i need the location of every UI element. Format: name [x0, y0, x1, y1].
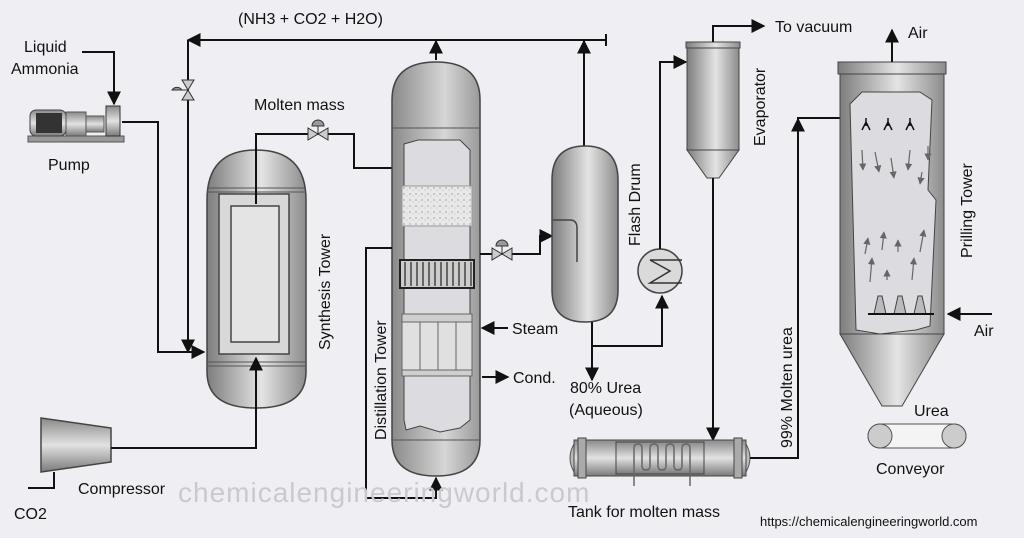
liquid-ammonia-label-line2: Ammonia [11, 61, 79, 78]
conveyor-icon [867, 423, 967, 449]
evaporator [685, 41, 741, 179]
to-vacuum-label: To vacuum [775, 19, 852, 36]
molten-mass-label: Molten mass [254, 97, 345, 114]
urea-product-label: Urea [914, 403, 949, 420]
evaporator-label: Evaporator [752, 67, 769, 146]
spray-nozzles-icon [861, 118, 915, 131]
recycle-gas-label: (NH3 + CO2 + H2O) [238, 11, 383, 28]
synthesis-tower-label: Synthesis Tower [317, 233, 334, 350]
distillation-tower-label: Distillation Tower [373, 320, 390, 440]
molten-mass-control-valve-icon [307, 119, 329, 141]
liquid-ammonia-label-line1: Liquid [24, 39, 67, 56]
rising-air-arrows [863, 229, 927, 283]
watermark: chemicalengineeringworld.com [178, 477, 590, 508]
urea-80-label-line1: 80% Urea [570, 380, 641, 397]
source-url: https://chemicalengineeringworld.com [760, 514, 978, 529]
urea-80-label-line2: (Aqueous) [569, 402, 643, 419]
tank-label: Tank for molten mass [568, 504, 720, 521]
condensate-label: Cond. [513, 370, 556, 387]
molten-urea-99-label: 99% Molten urea [779, 327, 796, 448]
synthesis-tower [206, 149, 307, 409]
recycle-control-valve-icon [171, 79, 195, 101]
prilling-tower-label: Prilling Tower [959, 162, 976, 258]
air-in-label: Air [974, 323, 994, 340]
flash-drum [551, 145, 619, 323]
compressor-icon [40, 417, 112, 473]
flash-control-valve-icon [491, 239, 513, 261]
falling-prills-arrows [859, 146, 932, 185]
conveyor-label: Conveyor [876, 461, 945, 478]
flash-drum-label: Flash Drum [627, 163, 644, 246]
co2-label: CO2 [14, 506, 47, 523]
steam-label: Steam [512, 321, 558, 338]
pump-label: Pump [48, 157, 90, 174]
distillation-tower [391, 61, 481, 477]
prilling-tower [837, 61, 947, 407]
heater-icon [637, 248, 683, 294]
pump-icon [27, 105, 125, 143]
molten-mass-tank [569, 437, 751, 486]
air-out-label: Air [908, 25, 928, 42]
compressor-label: Compressor [78, 481, 166, 498]
